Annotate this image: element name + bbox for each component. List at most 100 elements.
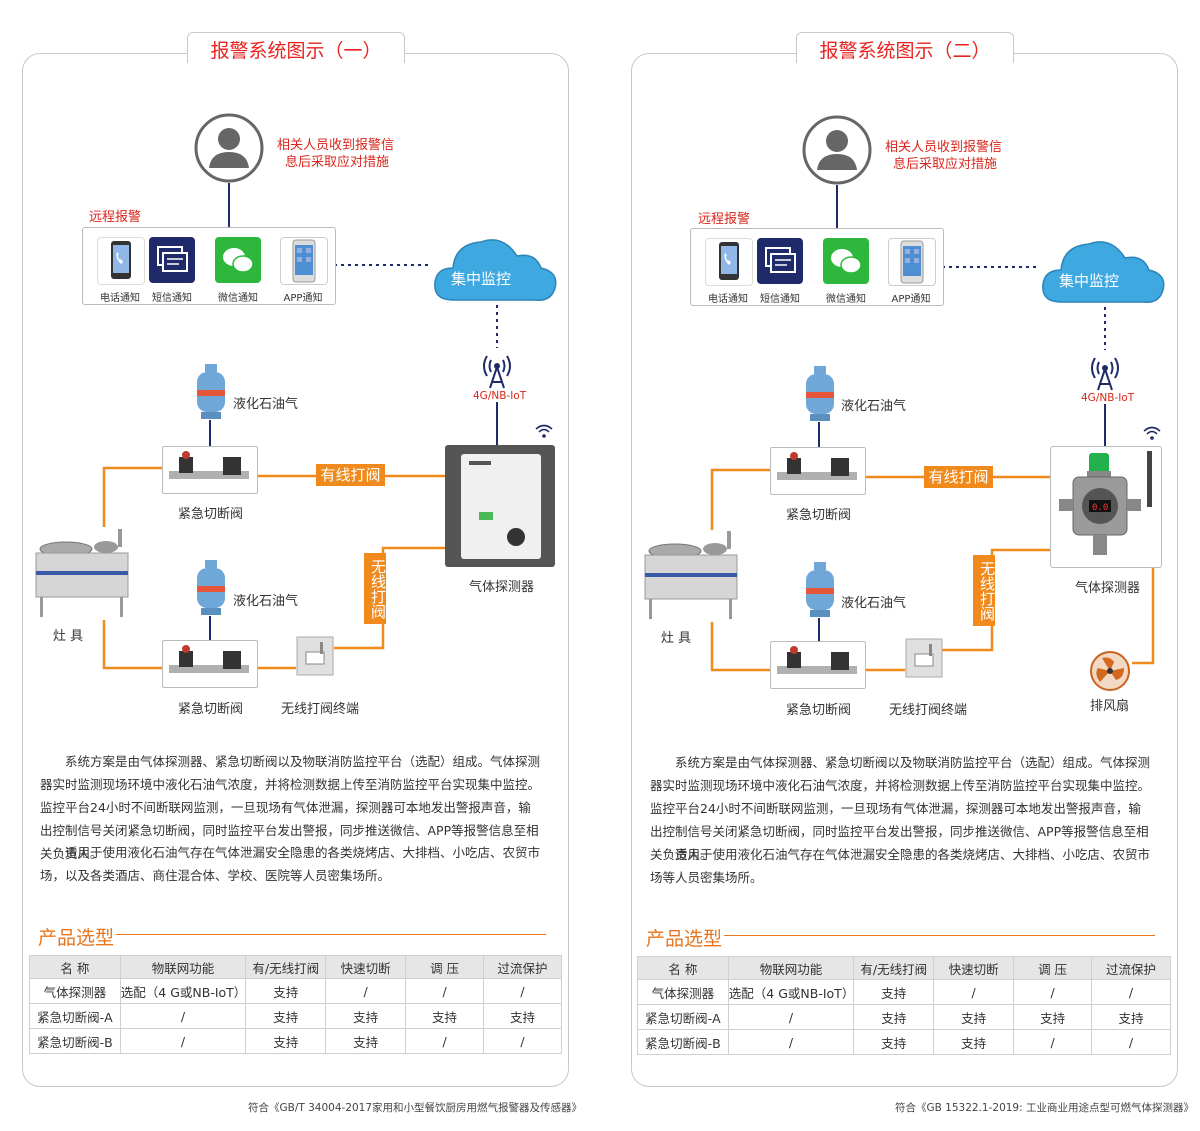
table-cell: 支持 xyxy=(483,1003,562,1029)
selection-title: 产品选型 xyxy=(38,927,115,949)
valve-label: 紧急切断阀 xyxy=(786,703,852,718)
table-header-row: 名 称 物联网功能 有/无线打阀 快速切断 调 压 过流保护 xyxy=(29,955,562,979)
selection-divider xyxy=(724,935,1155,936)
detector-label: 气体探测器 xyxy=(1075,581,1141,596)
description-paragraph: 系统方案是由气体探测器、紧急切断阀以及物联消防监控平台（选配）组成。气体探测器实… xyxy=(40,754,541,861)
wired-valve-tag: 有线打阀 xyxy=(924,466,993,488)
spec-table: 名 称 物联网功能 有/无线打阀 快速切断 调 压 过流保护 气体探测器 选配（… xyxy=(29,955,562,1054)
standard-footnote: 符合《GB/T 34004-2017家用和小型餐饮厨房用燃气报警器及传感器》 xyxy=(248,1102,583,1114)
table-header-cell: 快速切断 xyxy=(325,955,407,979)
app-label: 电话通知 xyxy=(100,293,140,304)
valve-icon xyxy=(169,645,249,673)
table-cell: 支持 xyxy=(1091,1004,1171,1030)
lpg-tank-icon xyxy=(197,364,225,419)
exhaust-fan-icon xyxy=(1090,651,1130,691)
table-cell: 支持 xyxy=(245,1028,327,1054)
selection-divider xyxy=(116,934,546,935)
table-cell: 支持 xyxy=(853,1004,935,1030)
person-avatar-icon xyxy=(802,115,872,185)
table-cell: 支持 xyxy=(245,978,327,1004)
stove-label: 灶 具 xyxy=(661,631,692,646)
table-cell: 选配（4 G或NB-IoT） xyxy=(727,979,854,1005)
table-cell: / xyxy=(1013,979,1093,1005)
lpg-label: 液化石油气 xyxy=(233,594,299,609)
standard-footnote: 符合《GB 15322.1-2019: 工业商业用途点型可燃气体探测器》 xyxy=(895,1102,1194,1114)
valve-label: 紧急切断阀 xyxy=(786,508,852,523)
app-label: 短信通知 xyxy=(760,294,800,305)
stove-label: 灶 具 xyxy=(53,629,84,644)
table-cell: / xyxy=(727,1004,855,1030)
alert-text-line1: 相关人员收到报警信 xyxy=(277,138,395,153)
panel-title: 报警系统图示（二） xyxy=(796,32,1014,63)
lpg-label: 液化石油气 xyxy=(841,596,907,611)
lpg-tank-icon xyxy=(806,562,834,617)
cloud-label: 集中监控 xyxy=(451,270,512,288)
table-cell: 紧急切断阀-B xyxy=(637,1029,729,1055)
notification-box: 电话通知 短信通知 微信通知 APP通知 xyxy=(690,228,944,306)
selection-title: 产品选型 xyxy=(646,928,723,950)
cloud-icon xyxy=(1042,241,1165,303)
table-cell: 支持 xyxy=(245,1003,327,1029)
panel-title: 报警系统图示（一） xyxy=(187,32,405,63)
table-header-row: 名 称 物联网功能 有/无线打阀 快速切断 调 压 过流保护 xyxy=(637,956,1171,980)
table-cell: / xyxy=(483,1028,562,1054)
system-diagram-panel-2: 报警系统图示（二） 相关人员收到报警信 息后采取应对措施 远程报警 xyxy=(600,0,1200,1131)
table-cell: 气体探测器 xyxy=(637,979,729,1005)
table-row: 紧急切断阀-B / 支持 支持 / / xyxy=(637,1029,1171,1055)
table-cell: 紧急切断阀-A xyxy=(637,1004,729,1030)
table-cell: / xyxy=(119,1028,247,1054)
detector-label: 气体探测器 xyxy=(469,580,535,595)
table-cell: / xyxy=(325,978,407,1004)
table-row: 气体探测器 选配（4 G或NB-IoT） 支持 / / / xyxy=(637,979,1171,1005)
table-cell: 支持 xyxy=(325,1028,407,1054)
alert-text-line2: 息后采取应对措施 xyxy=(285,155,390,170)
table-header-cell: 过流保护 xyxy=(1091,956,1171,980)
lpg-label: 液化石油气 xyxy=(233,397,299,412)
table-row: 紧急切断阀-A / 支持 支持 支持 支持 xyxy=(637,1004,1171,1030)
wireless-valve-tag: 无线打阀 xyxy=(364,553,387,624)
phone-call-icon xyxy=(97,237,145,285)
valve-label: 紧急切断阀 xyxy=(178,507,244,522)
cloud-icon xyxy=(434,239,557,301)
stove-icon xyxy=(35,529,129,617)
spec-table: 名 称 物联网功能 有/无线打阀 快速切断 调 压 过流保护 气体探测器 选配（… xyxy=(637,956,1171,1055)
table-cell: / xyxy=(483,978,562,1004)
terminal-label: 无线打阀终端 xyxy=(281,702,360,717)
terminal-label: 无线打阀终端 xyxy=(889,703,968,718)
table-cell: / xyxy=(1091,1029,1171,1055)
table-cell: 支持 xyxy=(933,1004,1015,1030)
antenna-icon xyxy=(1091,357,1119,391)
lpg-tank-icon xyxy=(806,366,834,421)
wireless-terminal-icon xyxy=(905,638,943,678)
wifi-icon xyxy=(1143,426,1161,440)
app-label: APP通知 xyxy=(891,294,931,305)
table-cell: / xyxy=(727,1029,855,1055)
table-cell: 支持 xyxy=(933,1029,1015,1055)
table-header-cell: 物联网功能 xyxy=(727,956,855,980)
gas-detector-device xyxy=(445,445,555,567)
table-cell: 紧急切断阀-B xyxy=(29,1028,121,1054)
wifi-icon xyxy=(535,424,553,438)
table-cell: / xyxy=(933,979,1015,1005)
table-cell: / xyxy=(1091,979,1171,1005)
wireless-terminal-icon xyxy=(296,636,334,676)
table-header-cell: 物联网功能 xyxy=(119,955,247,979)
application-paragraph: 适用于使用液化石油气存在气体泄漏安全隐患的各类烧烤店、大排档、小吃店、农贸市场，… xyxy=(40,845,541,883)
table-cell: 气体探测器 xyxy=(29,978,121,1004)
table-header-cell: 有/无线打阀 xyxy=(245,955,327,979)
system-diagram-panel-1: 报警系统图示（一） 相关人员收到报警信 息后采取应对措施 远程报警 xyxy=(22,32,583,1114)
table-row: 气体探测器 选配（4 G或NB-IoT） 支持 / / / xyxy=(29,978,562,1004)
table-cell: 支持 xyxy=(853,979,935,1005)
gas-detector-device: 0.0 xyxy=(1050,446,1162,568)
valve-icon xyxy=(169,451,249,479)
emergency-valve xyxy=(162,446,258,494)
application-paragraph: 适用于使用液化石油气存在气体泄漏安全隐患的各类烧烤店、大排档、小吃店、农贸市场等… xyxy=(650,847,1151,885)
wired-valve-tag: 有线打阀 xyxy=(316,464,385,486)
lpg-label: 液化石油气 xyxy=(841,399,907,414)
table-cell: 支持 xyxy=(405,1003,485,1029)
signal-label: 4G/NB-IoT xyxy=(1081,392,1135,404)
antenna-icon xyxy=(483,355,511,389)
table-header-cell: 快速切断 xyxy=(933,956,1015,980)
remote-alarm-label: 远程报警 xyxy=(698,212,751,227)
emergency-valve xyxy=(770,641,866,689)
